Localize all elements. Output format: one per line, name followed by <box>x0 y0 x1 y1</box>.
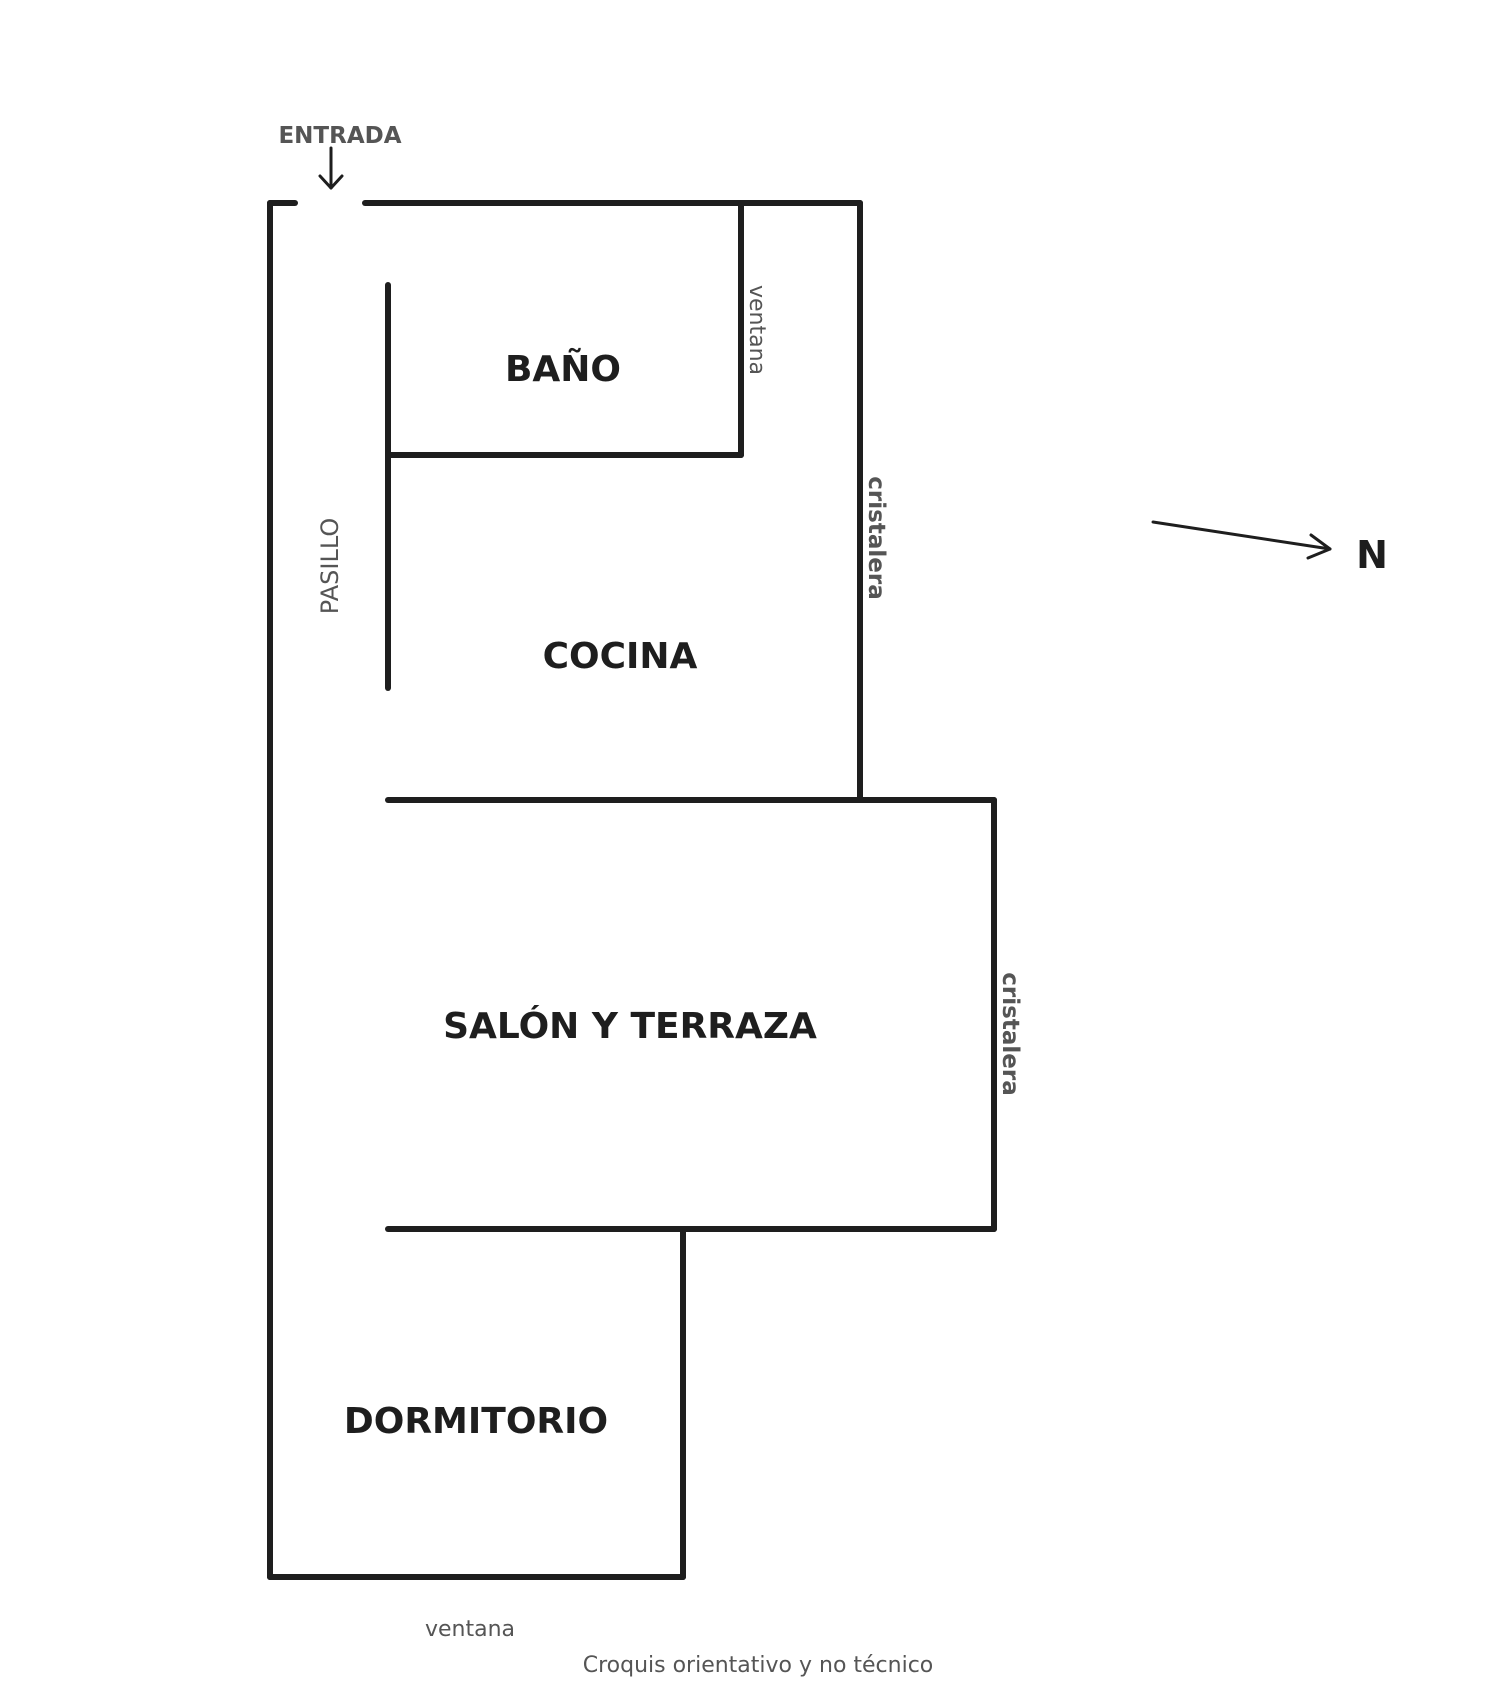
glass-label-salon: cristalera <box>997 972 1023 1095</box>
window-label-dormitorio: ventana <box>425 1617 515 1642</box>
entrance-label: ENTRADA <box>278 123 401 149</box>
room-label-bano: BAÑO <box>505 348 621 390</box>
room-label-dormitorio: DORMITORIO <box>344 1401 608 1442</box>
north-arrow-icon <box>1151 520 1332 560</box>
room-label-pasillo: PASILLO <box>316 518 344 614</box>
entrance-arrow-head <box>318 174 344 190</box>
entrance-arrow-icon <box>318 146 344 190</box>
walls <box>267 200 997 1580</box>
room-label-cocina: COCINA <box>543 636 698 677</box>
window-label-bano: ventana <box>744 285 769 375</box>
footer-note: Croquis orientativo y no técnico <box>583 1653 934 1678</box>
north-arrow-head <box>1306 533 1332 560</box>
glass-label-cocina: cristalera <box>863 476 889 599</box>
room-label-salon: SALÓN Y TERRAZA <box>443 1005 817 1047</box>
north-label: N <box>1356 533 1388 577</box>
north-arrow-shaft <box>1151 520 1332 551</box>
